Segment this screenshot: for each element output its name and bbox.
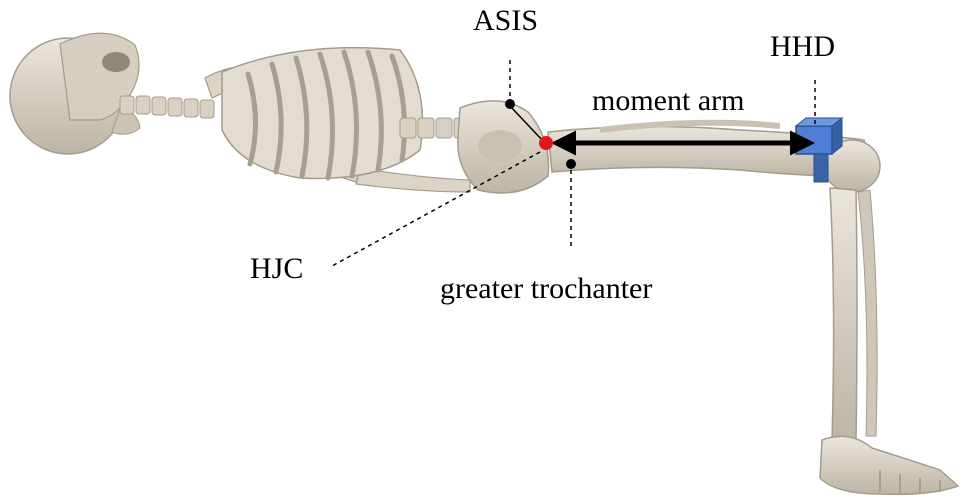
asis-label: ASIS	[473, 4, 538, 37]
asis-marker	[505, 99, 515, 109]
greater-trochanter-label: greater trochanter	[440, 272, 652, 305]
pelvis	[458, 101, 549, 193]
hhd-label: HHD	[770, 30, 835, 63]
rib-cage	[222, 48, 423, 179]
hjc-label: HJC	[250, 252, 303, 285]
hjc-marker	[539, 136, 553, 150]
foot	[820, 436, 958, 494]
skull	[10, 33, 140, 154]
moment-arm-label: moment arm	[592, 84, 744, 117]
tibia-fibula	[830, 188, 877, 442]
greater-trochanter-marker	[566, 159, 576, 169]
